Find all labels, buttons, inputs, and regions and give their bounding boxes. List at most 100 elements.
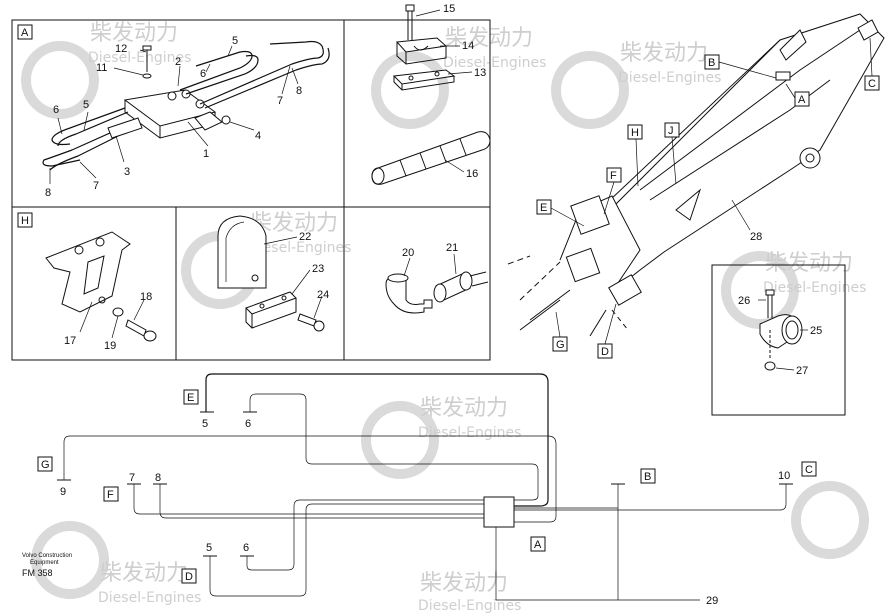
- footer-company: Volvo Construction: [22, 553, 72, 559]
- bracket-g: [565, 247, 601, 283]
- callout-3: 3: [124, 166, 130, 178]
- boom-body: [559, 13, 885, 293]
- watermark-4: 柴发动力 Diesel-Engines: [551, 41, 721, 129]
- footer-code: FM 358: [22, 568, 53, 578]
- clamp-detail: 26 25 27: [738, 289, 822, 377]
- watermark-brand: 柴发动力: [620, 41, 708, 66]
- callout-20: 20: [402, 247, 414, 259]
- watermark-sub: Diesel-Engines: [763, 280, 866, 296]
- spiral-guard-16: [371, 131, 491, 185]
- bracket-d: [608, 274, 642, 306]
- boom-pivot: [799, 147, 821, 169]
- boom-letter-d: D: [601, 346, 609, 358]
- callout-16: 16: [466, 168, 478, 180]
- panel-fittings: 20 21: [385, 242, 489, 314]
- callout-24: 24: [317, 289, 329, 301]
- boom-letter-c: C: [868, 78, 876, 90]
- bolt-24: [297, 313, 317, 327]
- bolt-18: [125, 319, 147, 337]
- callout-25: 25: [810, 325, 822, 337]
- bolt-15: [405, 4, 415, 12]
- watermark-3: 柴发动力 Diesel-Engines: [371, 26, 546, 129]
- callout-18: 18: [140, 291, 152, 303]
- panel-h-letter: H: [21, 215, 29, 227]
- boom-letter-h: H: [631, 127, 639, 139]
- watermark-brand: 柴发动力: [420, 571, 508, 596]
- plate-23: [245, 291, 297, 315]
- callout-1: 1: [203, 148, 209, 160]
- callout-2: 2: [175, 56, 181, 68]
- schematic-number-5: 5: [202, 418, 208, 430]
- schematic-letter-a: A: [534, 539, 542, 551]
- panel-plates: 22 23 24: [217, 215, 329, 332]
- schematic-letter-c: C: [805, 464, 813, 476]
- panel-a-letter-box: [17, 24, 33, 40]
- bracket-f: [570, 195, 610, 235]
- callout-5b: 5: [83, 99, 89, 111]
- schematic-letter-b: B: [644, 471, 651, 483]
- hose-fitting: [107, 117, 143, 139]
- plate-22: [217, 215, 267, 289]
- boom-letter-a: A: [798, 94, 806, 106]
- watermark-brand: 柴发动力: [90, 21, 178, 46]
- watermark-sub: Diesel-Engines: [418, 598, 521, 614]
- panel-grid-border: [11, 19, 491, 361]
- schematic-number-9: 9: [60, 486, 66, 498]
- callout-6b: 6: [53, 104, 59, 116]
- watermark-7: 柴发动力 Diesel-Engines: [31, 521, 201, 606]
- schematic-number-7: 7: [129, 472, 135, 484]
- footer: Volvo Construction Equipment FM 358: [22, 553, 72, 578]
- callout-21: 21: [446, 242, 458, 254]
- watermark-sub: Diesel-Engines: [418, 425, 521, 441]
- footer-company-2: Equipment: [30, 560, 59, 566]
- panel-frames: [11, 19, 846, 416]
- bolt-12: [142, 45, 152, 51]
- panel-h-letter-box: [17, 212, 33, 228]
- boom-letters: B A C H J F E G D: [536, 37, 880, 359]
- washer-19: [112, 307, 124, 317]
- callout-19: 19: [104, 340, 116, 352]
- callout-17: 17: [64, 335, 76, 347]
- schematic-number-5b: 5: [206, 542, 212, 554]
- schematic-letter-f: F: [107, 489, 114, 501]
- watermark-sub: Diesel-Engines: [88, 50, 191, 66]
- schematic-letter-g: G: [41, 459, 50, 471]
- schematic-number-8: 8: [155, 472, 161, 484]
- bracket-17: [45, 231, 131, 313]
- callout-13: 13: [474, 67, 486, 79]
- callout-15: 15: [443, 3, 455, 15]
- watermark-brand: 柴发动力: [420, 396, 508, 421]
- schematic-number-10: 10: [778, 470, 790, 482]
- watermark-brand: 柴发动力: [765, 251, 853, 276]
- callout-8b: 8: [45, 187, 51, 199]
- callout-27: 27: [796, 365, 808, 377]
- callout-7: 7: [277, 95, 283, 107]
- distribution-block: [483, 496, 515, 528]
- watermark-8: 柴发动力 Diesel-Engines: [418, 481, 869, 614]
- callout-5: 5: [232, 35, 238, 47]
- schematic-number-6b: 6: [243, 542, 249, 554]
- hose-schematic: E G F B C A D 5 6 9 7 8 10 5 6 29: [37, 373, 817, 607]
- watermark-brand: 柴发动力: [100, 561, 188, 586]
- callout-4: 4: [255, 130, 261, 142]
- boom-letter-b: B: [708, 57, 715, 69]
- nut-27: [764, 361, 776, 371]
- panel-a: A: [17, 24, 330, 199]
- boom-assembly: B A C H J F E G D: [507, 13, 885, 359]
- panel-a-letter: A: [21, 27, 29, 39]
- clamp-detail-frame: [711, 264, 846, 416]
- watermark-brand: 柴发动力: [445, 26, 533, 51]
- schematic-number-29: 29: [706, 595, 718, 607]
- boom-letter-j: J: [668, 125, 674, 137]
- callout-28: 28: [750, 231, 762, 243]
- watermark-layer: 柴发动力 Diesel-Engines 柴发动力 Diesel-Engines …: [21, 21, 869, 614]
- panel-clamp-parts: 15 14 13 16: [371, 3, 491, 185]
- boom-letter-f: F: [610, 170, 617, 182]
- boom-letter-e: E: [540, 202, 547, 214]
- watermark-sub: Diesel-Engines: [443, 55, 546, 71]
- callout-11: 11: [96, 62, 107, 74]
- callout-22: 22: [299, 231, 311, 243]
- callout-7b: 7: [93, 180, 99, 192]
- watermark-5: 柴发动力 Diesel-Engines: [361, 396, 521, 479]
